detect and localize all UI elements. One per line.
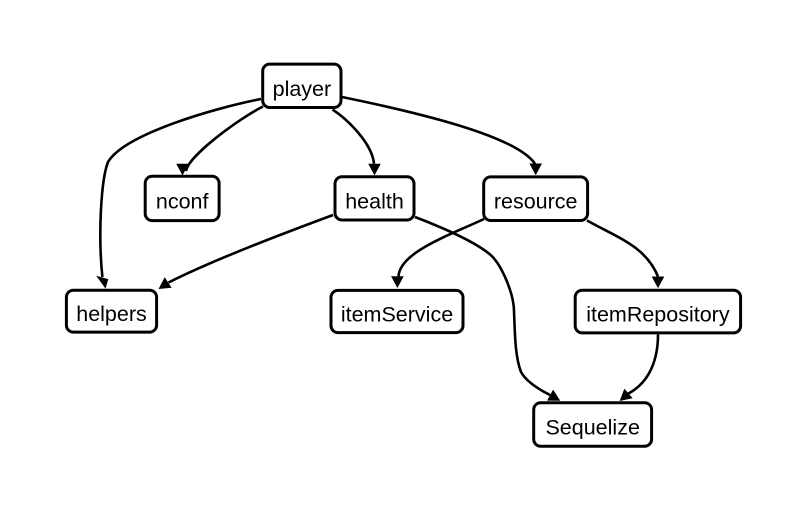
svg-text:player: player	[273, 77, 332, 101]
svg-text:itemRepository: itemRepository	[586, 303, 730, 327]
svg-text:itemService: itemService	[341, 303, 453, 327]
svg-text:resource: resource	[494, 190, 578, 214]
svg-text:health: health	[345, 189, 404, 213]
svg-text:nconf: nconf	[156, 190, 209, 214]
svg-text:helpers: helpers	[76, 302, 147, 326]
svg-text:Sequelize: Sequelize	[545, 416, 639, 440]
